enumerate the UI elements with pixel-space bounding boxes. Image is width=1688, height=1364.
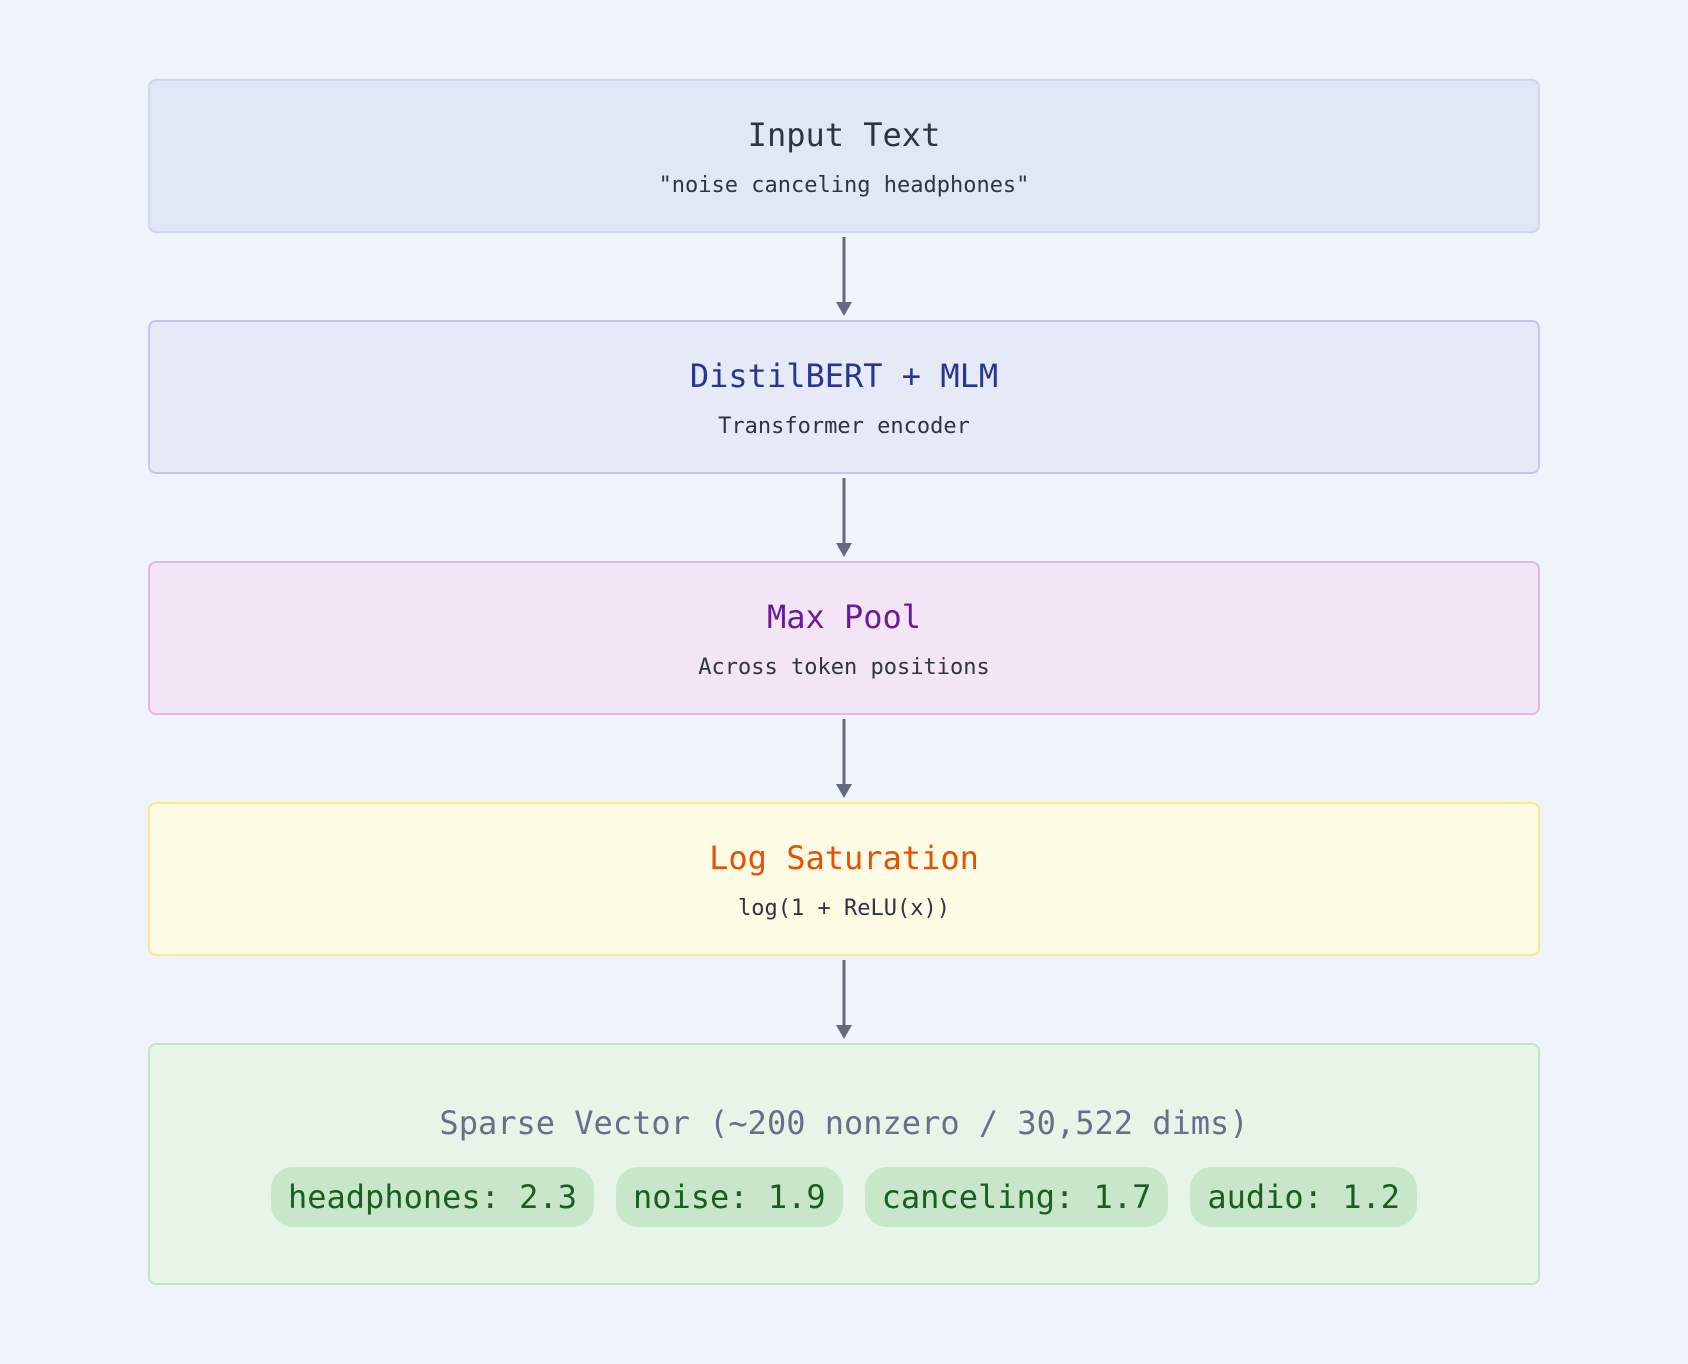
node-title: Log Saturation: [709, 839, 979, 877]
max-pool-node: Max Pool Across token positions: [148, 561, 1540, 715]
down-arrow-icon: [836, 960, 852, 1039]
node-subtitle: log(1 + ReLU(x)): [738, 896, 950, 921]
node-title: Sparse Vector (~200 nonzero / 30,522 dim…: [439, 1104, 1249, 1142]
node-title: Input Text: [747, 116, 941, 154]
arrow-connector: [148, 474, 1540, 561]
down-arrow-icon: [836, 478, 852, 557]
arrow-connector: [148, 715, 1540, 802]
term-chip: canceling: 1.7: [864, 1167, 1169, 1227]
down-arrow-icon: [836, 719, 852, 798]
log-saturation-node: Log Saturation log(1 + ReLU(x)): [148, 802, 1540, 956]
node-subtitle: Transformer encoder: [718, 414, 970, 439]
input-text-node: Input Text "noise canceling headphones": [148, 79, 1540, 233]
pipeline-diagram: Input Text "noise canceling headphones" …: [148, 79, 1540, 1285]
term-chip: headphones: 2.3: [270, 1167, 594, 1227]
term-chip: noise: 1.9: [615, 1167, 843, 1227]
arrow-connector: [148, 956, 1540, 1043]
encoder-node: DistilBERT + MLM Transformer encoder: [148, 320, 1540, 474]
node-title: Max Pool: [766, 598, 922, 636]
arrow-connector: [148, 233, 1540, 320]
term-weight-list: headphones: 2.3 noise: 1.9 canceling: 1.…: [150, 1167, 1538, 1227]
node-subtitle: Across token positions: [698, 655, 990, 680]
down-arrow-icon: [836, 237, 852, 316]
sparse-vector-node: Sparse Vector (~200 nonzero / 30,522 dim…: [148, 1043, 1540, 1285]
term-chip: audio: 1.2: [1190, 1167, 1417, 1227]
node-subtitle: "noise canceling headphones": [658, 173, 1030, 198]
node-title: DistilBERT + MLM: [689, 357, 999, 395]
